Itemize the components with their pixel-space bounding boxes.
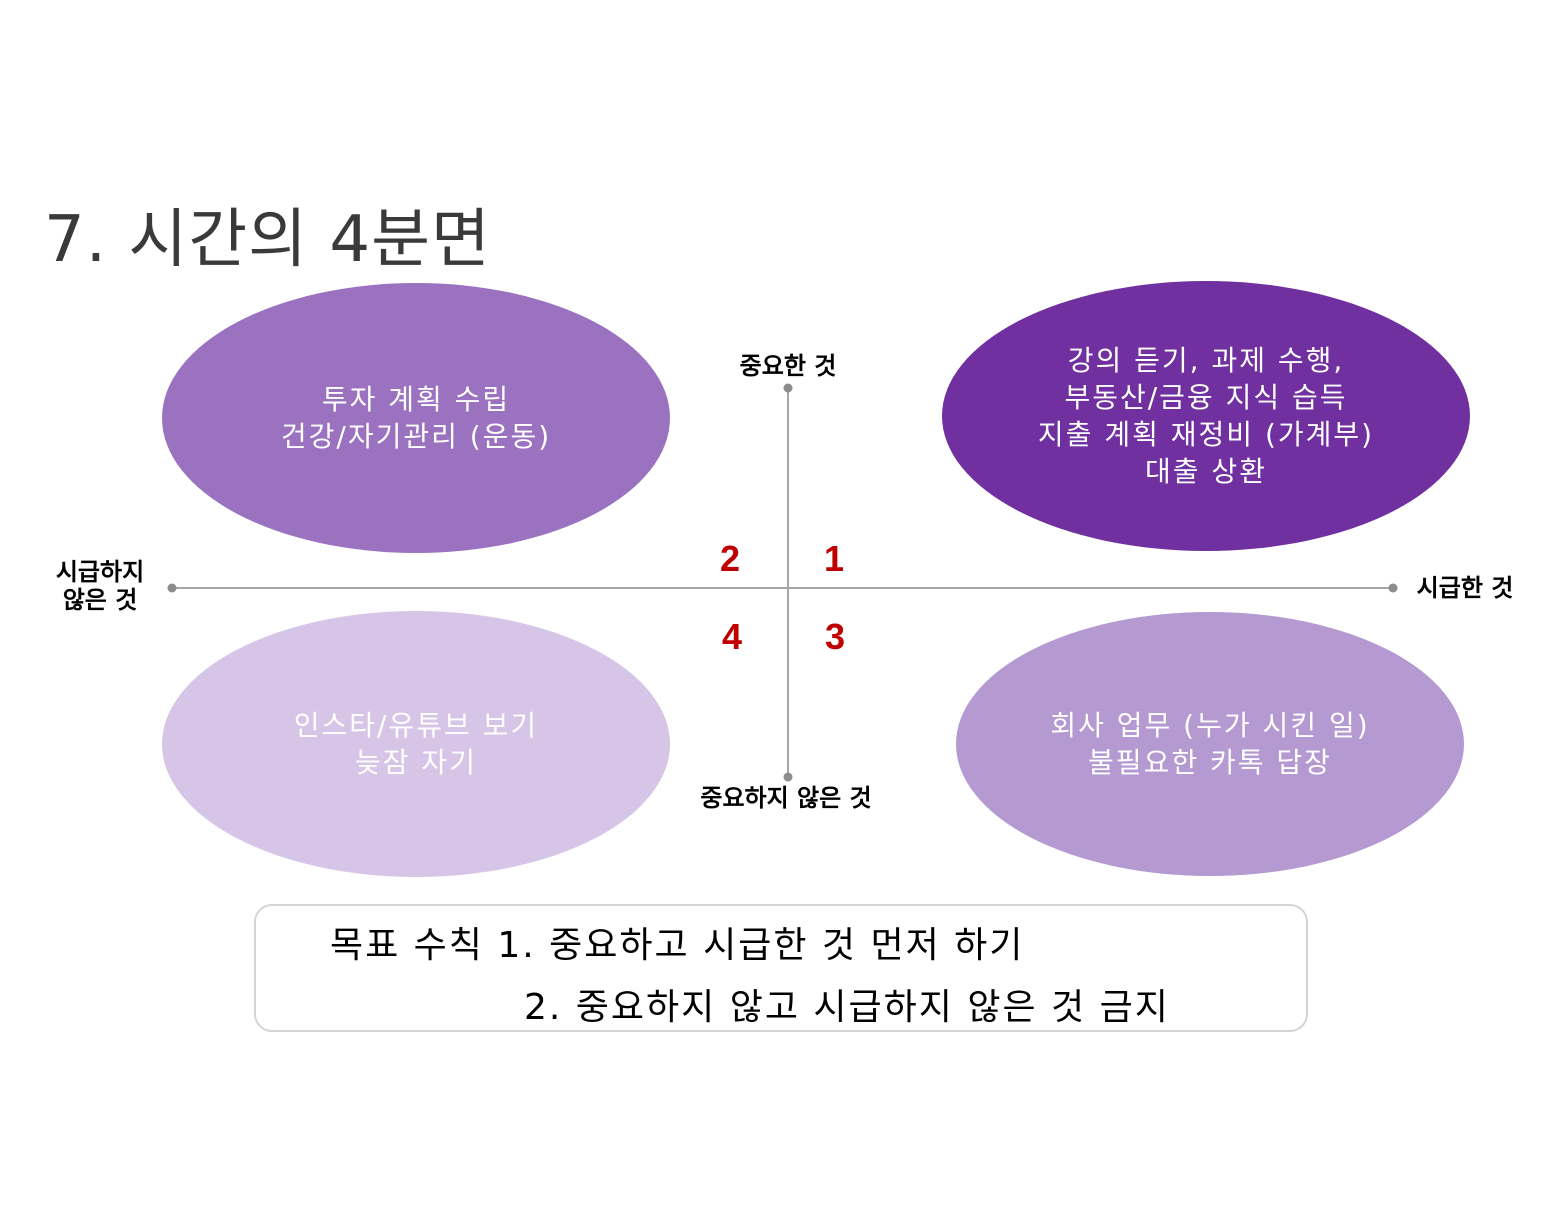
quadrant-4-line: 늦잠 자기 — [355, 746, 477, 779]
quadrant-number-3: 3 — [824, 616, 846, 657]
quadrant-number-1: 1 — [823, 538, 845, 579]
goal-rule-2: 2. 중요하지 않고 시급하지 않은 것 금지 — [524, 987, 1170, 1028]
quadrant-2-line: 건강/자기관리 (운동) — [280, 420, 552, 453]
quadrant-1-line: 대출 상환 — [1145, 455, 1267, 488]
quadrant-2-ellipse: 투자 계획 수립 건강/자기관리 (운동) — [162, 283, 670, 553]
quadrant-3-line: 불필요한 카톡 답장 — [1088, 746, 1332, 779]
quadrant-number-2: 2 — [719, 538, 741, 579]
quadrant-3-ellipse: 회사 업무 (누가 시킨 일) 불필요한 카톡 답장 — [956, 612, 1464, 876]
quadrant-1-ellipse: 강의 듣기, 과제 수행, 부동산/금융 지식 습득 지출 계획 재정비 (가계… — [942, 281, 1470, 551]
page-title: 7. 시간의 4분면 — [44, 203, 491, 277]
axis-label-urgent: 시급한 것 — [1416, 574, 1514, 602]
quadrant-1-line: 부동산/금융 지식 습득 — [1064, 381, 1348, 414]
axis-label-not-urgent-line: 않은 것 — [62, 586, 138, 614]
axis-label-not-urgent-line: 시급하지 — [55, 558, 145, 586]
axis-label-not-important: 중요하지 않은 것 — [700, 784, 872, 812]
axis-endpoint-right — [1388, 583, 1398, 593]
goal-rules-box: 목표 수칙 1. 중요하고 시급한 것 먼저 하기 2. 중요하지 않고 시급하… — [254, 904, 1308, 1032]
quadrant-1-line: 지출 계획 재정비 (가계부) — [1037, 418, 1375, 451]
axis-endpoint-left — [167, 583, 177, 593]
quadrant-3-line: 회사 업무 (누가 시킨 일) — [1050, 709, 1370, 742]
goal-rule-1: 목표 수칙 1. 중요하고 시급한 것 먼저 하기 — [330, 925, 1025, 966]
axis-label-important: 중요한 것 — [739, 352, 837, 380]
quadrant-4-line: 인스타/유튜브 보기 — [293, 709, 539, 742]
axis-label-not-urgent: 시급하지 않은 것 — [40, 558, 160, 614]
quadrant-2-line: 투자 계획 수립 — [321, 383, 511, 416]
quadrant-number-4: 4 — [721, 616, 743, 657]
axis-endpoint-top — [783, 383, 793, 393]
quadrant-4-ellipse: 인스타/유튜브 보기 늦잠 자기 — [162, 611, 670, 877]
axis-endpoint-bottom — [783, 772, 793, 782]
quadrant-1-line: 강의 듣기, 과제 수행, — [1067, 344, 1345, 377]
